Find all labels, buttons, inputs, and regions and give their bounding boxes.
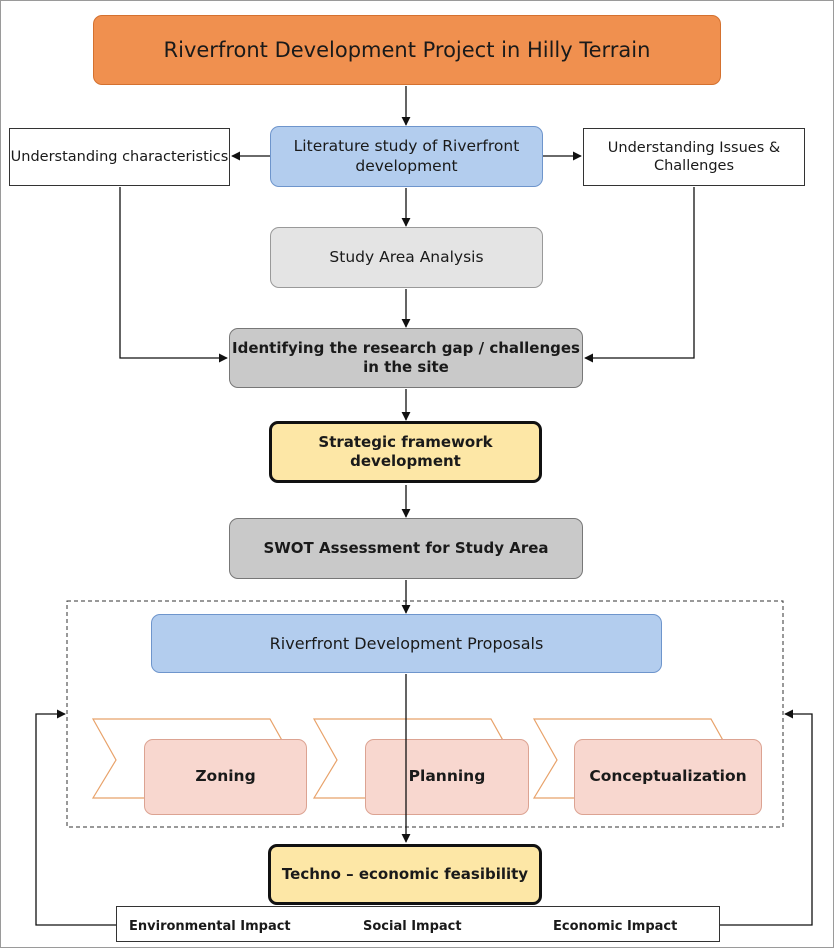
understanding-characteristics-box: Understanding characteristics	[9, 128, 230, 186]
development-proposals-box: Riverfront Development Proposals	[151, 614, 662, 673]
impacts-box: Environmental Impact Social Impact Econo…	[116, 906, 720, 942]
research-gap-label: Identifying the research gap / challenge…	[232, 339, 580, 376]
techno-economic-label: Techno – economic feasibility	[281, 865, 529, 884]
swot-assessment-box: SWOT Assessment for Study Area	[229, 518, 583, 579]
techno-economic-box: Techno – economic feasibility	[268, 844, 542, 905]
arrow-impact-feedback-right	[720, 709, 813, 926]
project-title-box: Riverfront Development Project in Hilly …	[93, 15, 721, 85]
strategic-framework-box: Strategic framework development	[269, 421, 542, 483]
project-title: Riverfront Development Project in Hilly …	[163, 37, 651, 62]
conceptualization-card: Conceptualization	[574, 739, 762, 815]
arrow-impact-feedback-left	[35, 709, 116, 926]
planning-label: Planning	[408, 767, 486, 786]
understanding-issues-label: Understanding Issues & Challenges	[607, 139, 781, 174]
literature-study-box: Literature study of Riverfront developme…	[270, 126, 543, 187]
understanding-issues-box: Understanding Issues & Challenges	[583, 128, 805, 186]
research-gap-box: Identifying the research gap / challenge…	[229, 328, 583, 388]
literature-study-label: Literature study of Riverfront developme…	[293, 137, 520, 175]
environmental-impact-label: Environmental Impact	[129, 919, 291, 934]
strategic-framework-label: Strategic framework development	[318, 433, 493, 470]
swot-assessment-label: SWOT Assessment for Study Area	[263, 539, 549, 558]
arrow-issues-to-gap	[584, 187, 695, 363]
conceptualization-label: Conceptualization	[589, 767, 747, 786]
development-proposals-label: Riverfront Development Proposals	[269, 633, 544, 653]
study-area-analysis-box: Study Area Analysis	[270, 227, 543, 288]
zoning-card: Zoning	[144, 739, 307, 815]
planning-card: Planning	[365, 739, 529, 815]
understanding-characteristics-label: Understanding characteristics	[10, 148, 229, 165]
social-impact-label: Social Impact	[363, 919, 462, 934]
zoning-label: Zoning	[195, 767, 256, 786]
study-area-analysis-label: Study Area Analysis	[329, 247, 484, 266]
economic-impact-label: Economic Impact	[553, 919, 678, 934]
proposals-dashed-container	[66, 600, 784, 828]
arrow-characteristics-to-gap	[119, 187, 228, 363]
